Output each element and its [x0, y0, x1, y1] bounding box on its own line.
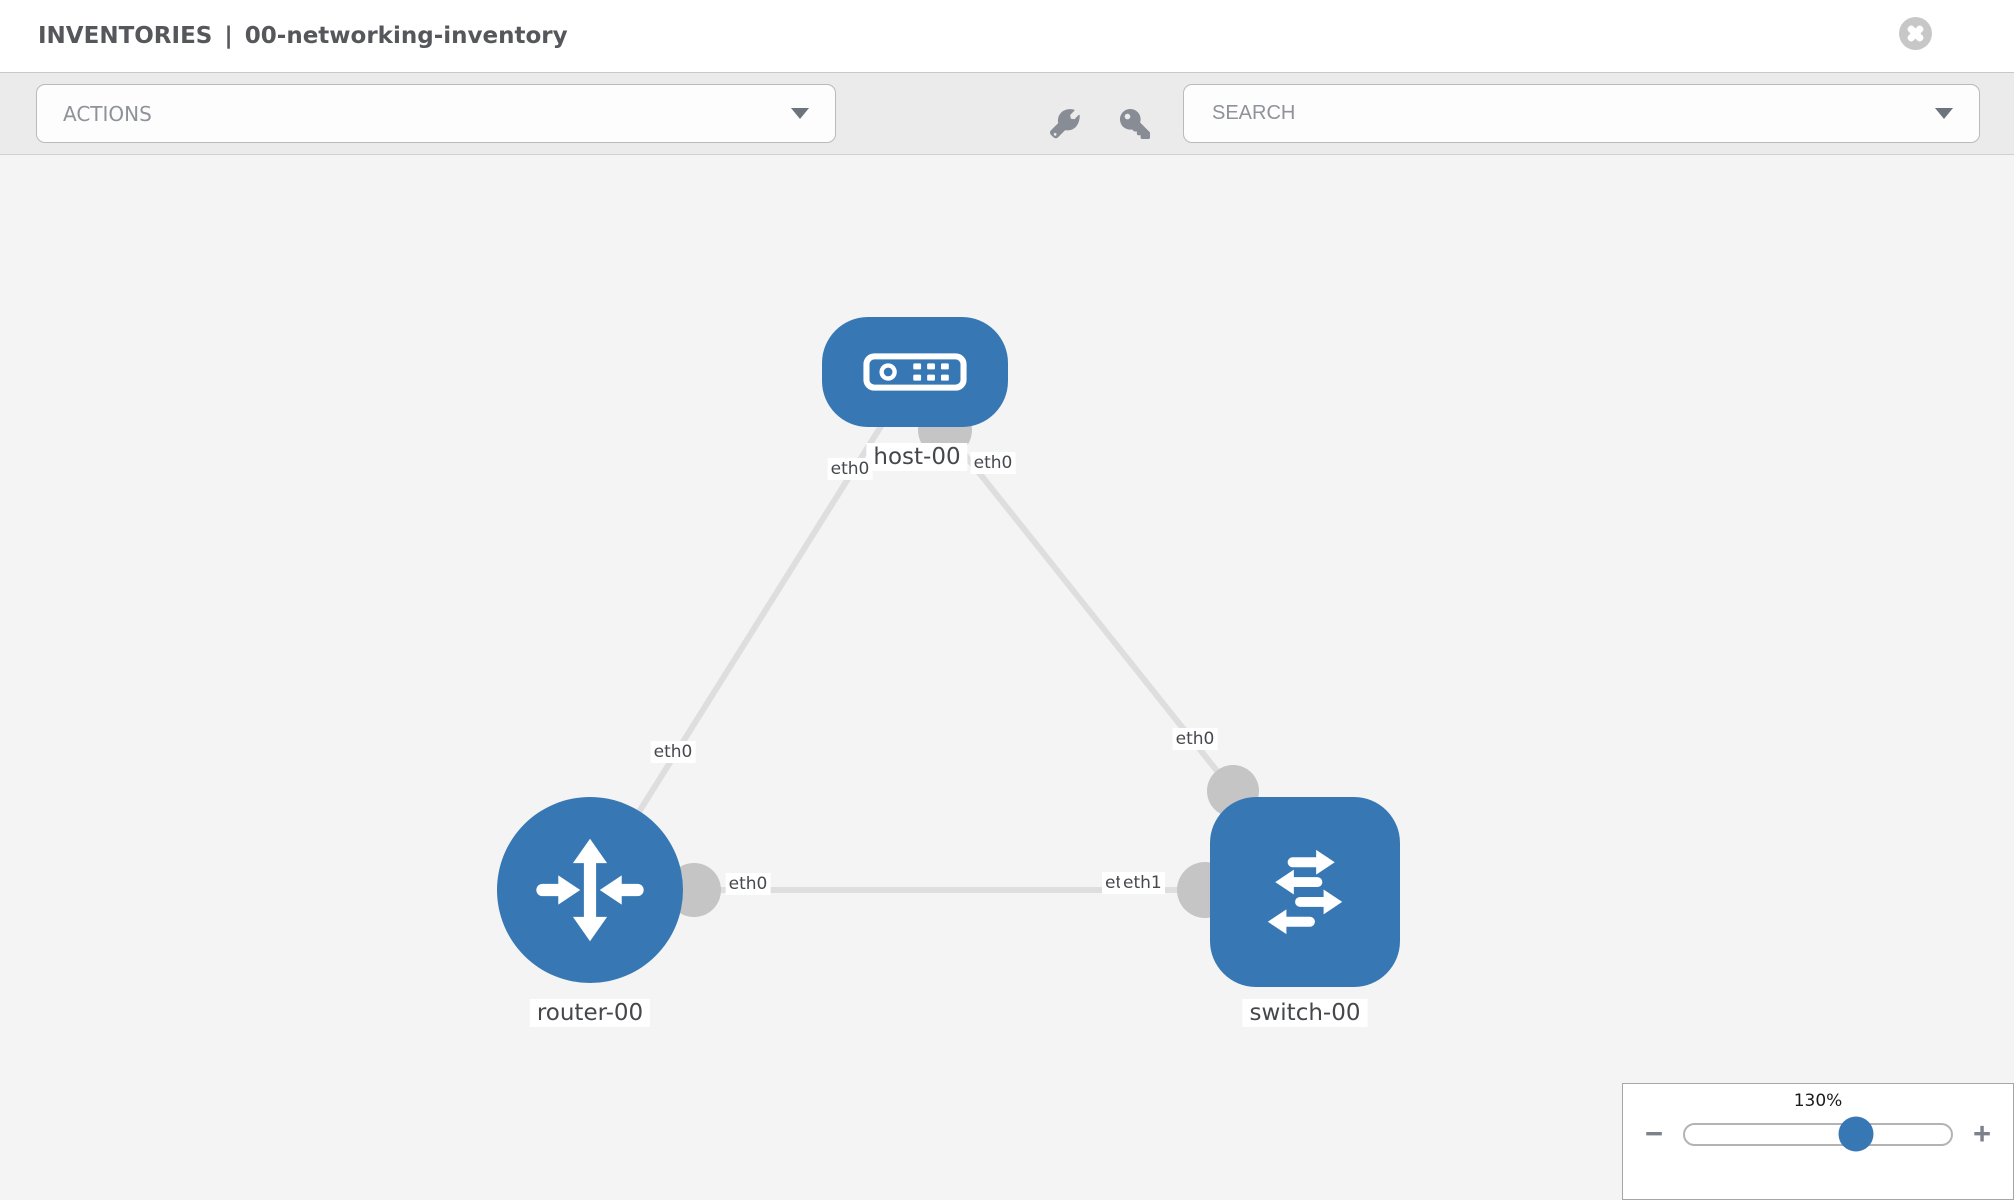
zoom-control-panel: 130% − + — [1622, 1083, 2014, 1200]
node-router-00[interactable] — [497, 797, 683, 983]
tools-wrench-button[interactable] — [1044, 103, 1086, 145]
toolbar: ACTIONS — [0, 72, 2014, 155]
node-host-00[interactable] — [822, 317, 1008, 427]
router-icon — [536, 838, 644, 942]
node-switch-00[interactable] — [1210, 797, 1400, 987]
search-input[interactable] — [1210, 101, 1935, 126]
zoom-in-button[interactable]: + — [1969, 1118, 1995, 1149]
node-label-switch-00: switch-00 — [1242, 999, 1368, 1027]
zoom-out-button[interactable]: − — [1641, 1118, 1667, 1149]
interface-label-host-to-switch: eth0 — [970, 452, 1016, 474]
interface-label-host-to-router: eth0 — [827, 458, 873, 480]
zoom-slider-track[interactable] — [1683, 1116, 1953, 1152]
page-title: INVENTORIES | 00-networking-inventory — [38, 0, 568, 72]
close-button[interactable] — [1899, 17, 1932, 50]
header: INVENTORIES | 00-networking-inventory — [0, 0, 2014, 72]
interface-label-switch-to-router: eth1 — [1120, 872, 1165, 894]
chevron-down-icon — [791, 108, 809, 119]
switch-icon — [1267, 849, 1343, 935]
page-title-separator: | — [224, 23, 233, 49]
host-icon — [863, 353, 967, 391]
zoom-slider-thumb[interactable] — [1838, 1116, 1874, 1152]
actions-dropdown[interactable]: ACTIONS — [36, 84, 836, 143]
wrench-icon — [1050, 109, 1080, 139]
actions-dropdown-label: ACTIONS — [63, 101, 152, 126]
credentials-key-button[interactable] — [1114, 103, 1156, 145]
interface-label-switch-to-host: eth0 — [1172, 728, 1218, 750]
interface-label-router-to-host: eth0 — [650, 741, 696, 763]
node-label-router-00: router-00 — [529, 999, 651, 1027]
topology-canvas[interactable]: host-00 router-00 switch-00 eth0 eth0 et… — [0, 155, 2014, 1200]
zoom-level-readout: 130% — [1793, 1091, 1843, 1111]
interface-label-router-to-switch: eth0 — [725, 873, 771, 895]
page-title-inventory-name: 00-networking-inventory — [244, 23, 568, 49]
chevron-down-icon — [1935, 108, 1953, 119]
search-dropdown[interactable] — [1183, 84, 1980, 143]
node-label-host-00: host-00 — [866, 443, 968, 471]
topology-links-layer — [587, 370, 1305, 918]
key-icon — [1120, 109, 1150, 139]
page-title-section: INVENTORIES — [38, 23, 213, 49]
